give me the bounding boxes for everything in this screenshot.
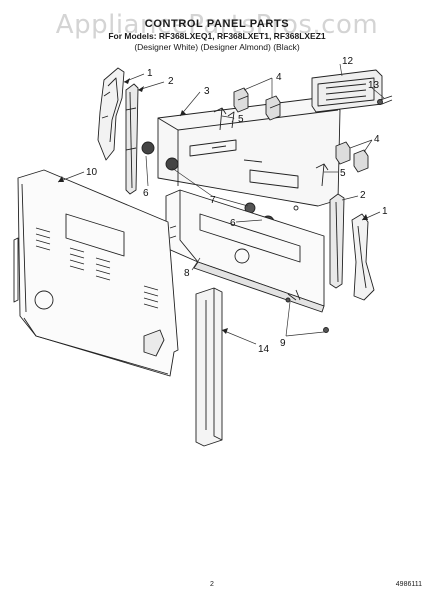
part-clip-right — [315, 163, 329, 187]
arrow-heads — [58, 78, 368, 334]
callout-2-right: 2 — [360, 190, 366, 201]
part-end-cap-left — [97, 67, 125, 161]
part-electronic-control — [311, 69, 383, 113]
part-rear-frame — [165, 189, 325, 313]
diagram-header: CONTROL PANEL PARTS For Models: RF368LXE… — [0, 8, 434, 52]
part-side-bracket-left — [125, 83, 139, 195]
callout-14: 14 — [258, 344, 270, 355]
part-clip-top — [213, 107, 235, 131]
callout-10: 10 — [86, 167, 98, 178]
part-switch-top — [233, 87, 281, 121]
callout-1-right: 1 — [382, 206, 388, 217]
callout-12: 12 — [342, 56, 354, 67]
color-variants: (Designer White) (Designer Almond) (Blac… — [134, 42, 300, 52]
callout-2-left: 2 — [168, 76, 174, 87]
callout-3: 3 — [204, 86, 210, 97]
part-rear-panel — [13, 169, 179, 377]
callout-6-left: 6 — [143, 188, 149, 199]
callout-5-top: 5 — [238, 114, 244, 125]
part-cover-strip — [195, 287, 223, 447]
part-screws-frame — [285, 289, 329, 333]
callout-6-right: 6 — [230, 218, 236, 229]
callout-13: 13 — [368, 80, 380, 91]
document-number: 4986111 — [395, 581, 422, 588]
diagram-title: CONTROL PANEL PARTS — [144, 18, 290, 30]
part-screw-control — [377, 95, 393, 105]
callout-7: 7 — [210, 195, 216, 206]
callout-4-top: 4 — [276, 72, 282, 83]
callout-5-right: 5 — [340, 168, 346, 179]
callout-4-right: 4 — [374, 134, 380, 145]
part-end-cap-right — [351, 213, 375, 301]
callout-1-left: 1 — [147, 68, 153, 79]
callout-8: 8 — [184, 268, 190, 279]
callout-9: 9 — [280, 338, 286, 349]
page-number: 2 — [210, 581, 214, 588]
part-switch-right — [335, 141, 369, 173]
model-list: For Models: RF368LXEQ1, RF368LXET1, RF36… — [108, 31, 326, 41]
watermark: AppliancePartsPros.com — [55, 10, 379, 40]
part-side-bracket-right — [329, 193, 345, 289]
